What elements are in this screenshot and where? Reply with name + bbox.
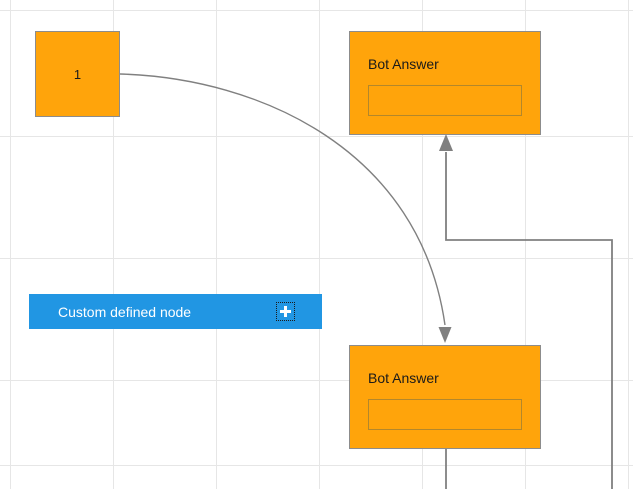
bot-answer-bottom-field[interactable] [368, 399, 522, 430]
connector-curve-node1-to-bot-answer-bottom[interactable] [119, 73, 446, 326]
bot-answer-bottom-title: Bot Answer [368, 370, 439, 386]
custom-defined-node-label: Custom defined node [58, 303, 192, 320]
flow-node-bot-answer-top[interactable]: Bot Answer [349, 31, 541, 135]
custom-defined-node-bar[interactable]: Custom defined node [29, 294, 322, 329]
connector-arrowhead-down [438, 327, 452, 343]
bot-answer-top-field[interactable] [368, 85, 522, 116]
bot-answer-top-title: Bot Answer [368, 56, 439, 72]
connector-ortho-bot-answer-bottom-to-top[interactable] [445, 152, 613, 489]
flow-node-1[interactable]: 1 [35, 31, 120, 117]
flow-node-bot-answer-bottom[interactable]: Bot Answer [349, 345, 541, 449]
plus-icon[interactable] [276, 302, 295, 321]
connector-arrowhead-up [439, 134, 453, 151]
flow-node-1-label: 1 [73, 66, 82, 82]
